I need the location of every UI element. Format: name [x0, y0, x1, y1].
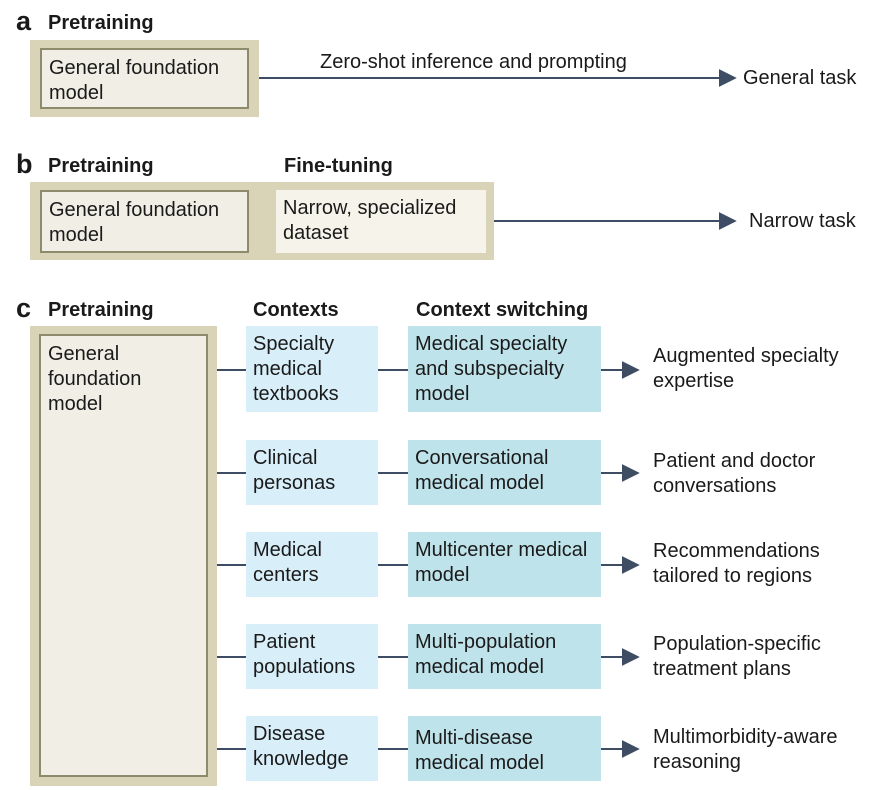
outcome-treatment-plans: Population-specific treatment plans	[653, 633, 821, 680]
panel-a-pretraining-header: Pretraining	[48, 12, 154, 34]
panel-a-outcome: General task	[743, 67, 857, 89]
context-box-patient-populations: Patient populations	[246, 624, 378, 689]
context-box-medical-centers: Medical centers	[246, 532, 378, 597]
switching-box-multi-population-model: Multi-population medical model	[408, 624, 601, 689]
panel-a-arrow-label: Zero-shot inference and prompting	[320, 51, 627, 73]
panel-b-letter: b	[16, 149, 33, 179]
panel-b-pretraining-header: Pretraining	[48, 155, 154, 177]
panel-c-contexts-header: Contexts	[253, 299, 339, 321]
panel-b-dataset-box: Narrow, specialized dataset	[276, 190, 486, 253]
panel-c-switching-header: Context switching	[416, 299, 589, 321]
context-box-disease-knowledge: Disease knowledge	[246, 716, 378, 781]
panel-c-letter: c	[16, 293, 32, 323]
switching-box-multicenter-model: Multicenter medical model	[408, 532, 601, 597]
context-box-clinical-personas: Clinical personas	[246, 440, 378, 505]
switching-box-multi-disease-model: Multi-disease medical model	[408, 716, 601, 781]
panel-b-model-box: General foundation model	[40, 190, 249, 253]
outcome-multimorbidity: Multimorbidity-aware reasoning	[653, 726, 838, 773]
panel-c-outer-frame: General foundation model	[30, 326, 217, 786]
panel-a-model-box: General foundation model	[40, 48, 249, 109]
switching-box-conversational-model: Conversational medical model	[408, 440, 601, 505]
context-box-specialty-textbooks: Specialty medical textbooks	[246, 326, 378, 412]
panel-a-outer-frame: General foundation model	[30, 40, 259, 117]
panel-b-finetuning-header: Fine-tuning	[284, 155, 393, 177]
outcome-specialty-expertise: Augmented specialty expertise	[653, 345, 839, 392]
arrows-c	[217, 361, 640, 758]
outcome-conversations: Patient and doctor conversations	[653, 450, 816, 497]
switching-box-specialty-model: Medical specialty and subspecialty model	[408, 326, 601, 412]
panel-a-letter: a	[16, 6, 32, 36]
panel-c-pretraining-header: Pretraining	[48, 299, 154, 321]
panel-c-model-box: General foundation model	[39, 334, 208, 777]
panel-b-outcome: Narrow task	[749, 210, 856, 232]
outcome-recommendations: Recommendations tailored to regions	[653, 540, 820, 587]
panel-b-outer-frame: General foundation model Narrow, special…	[30, 182, 494, 260]
